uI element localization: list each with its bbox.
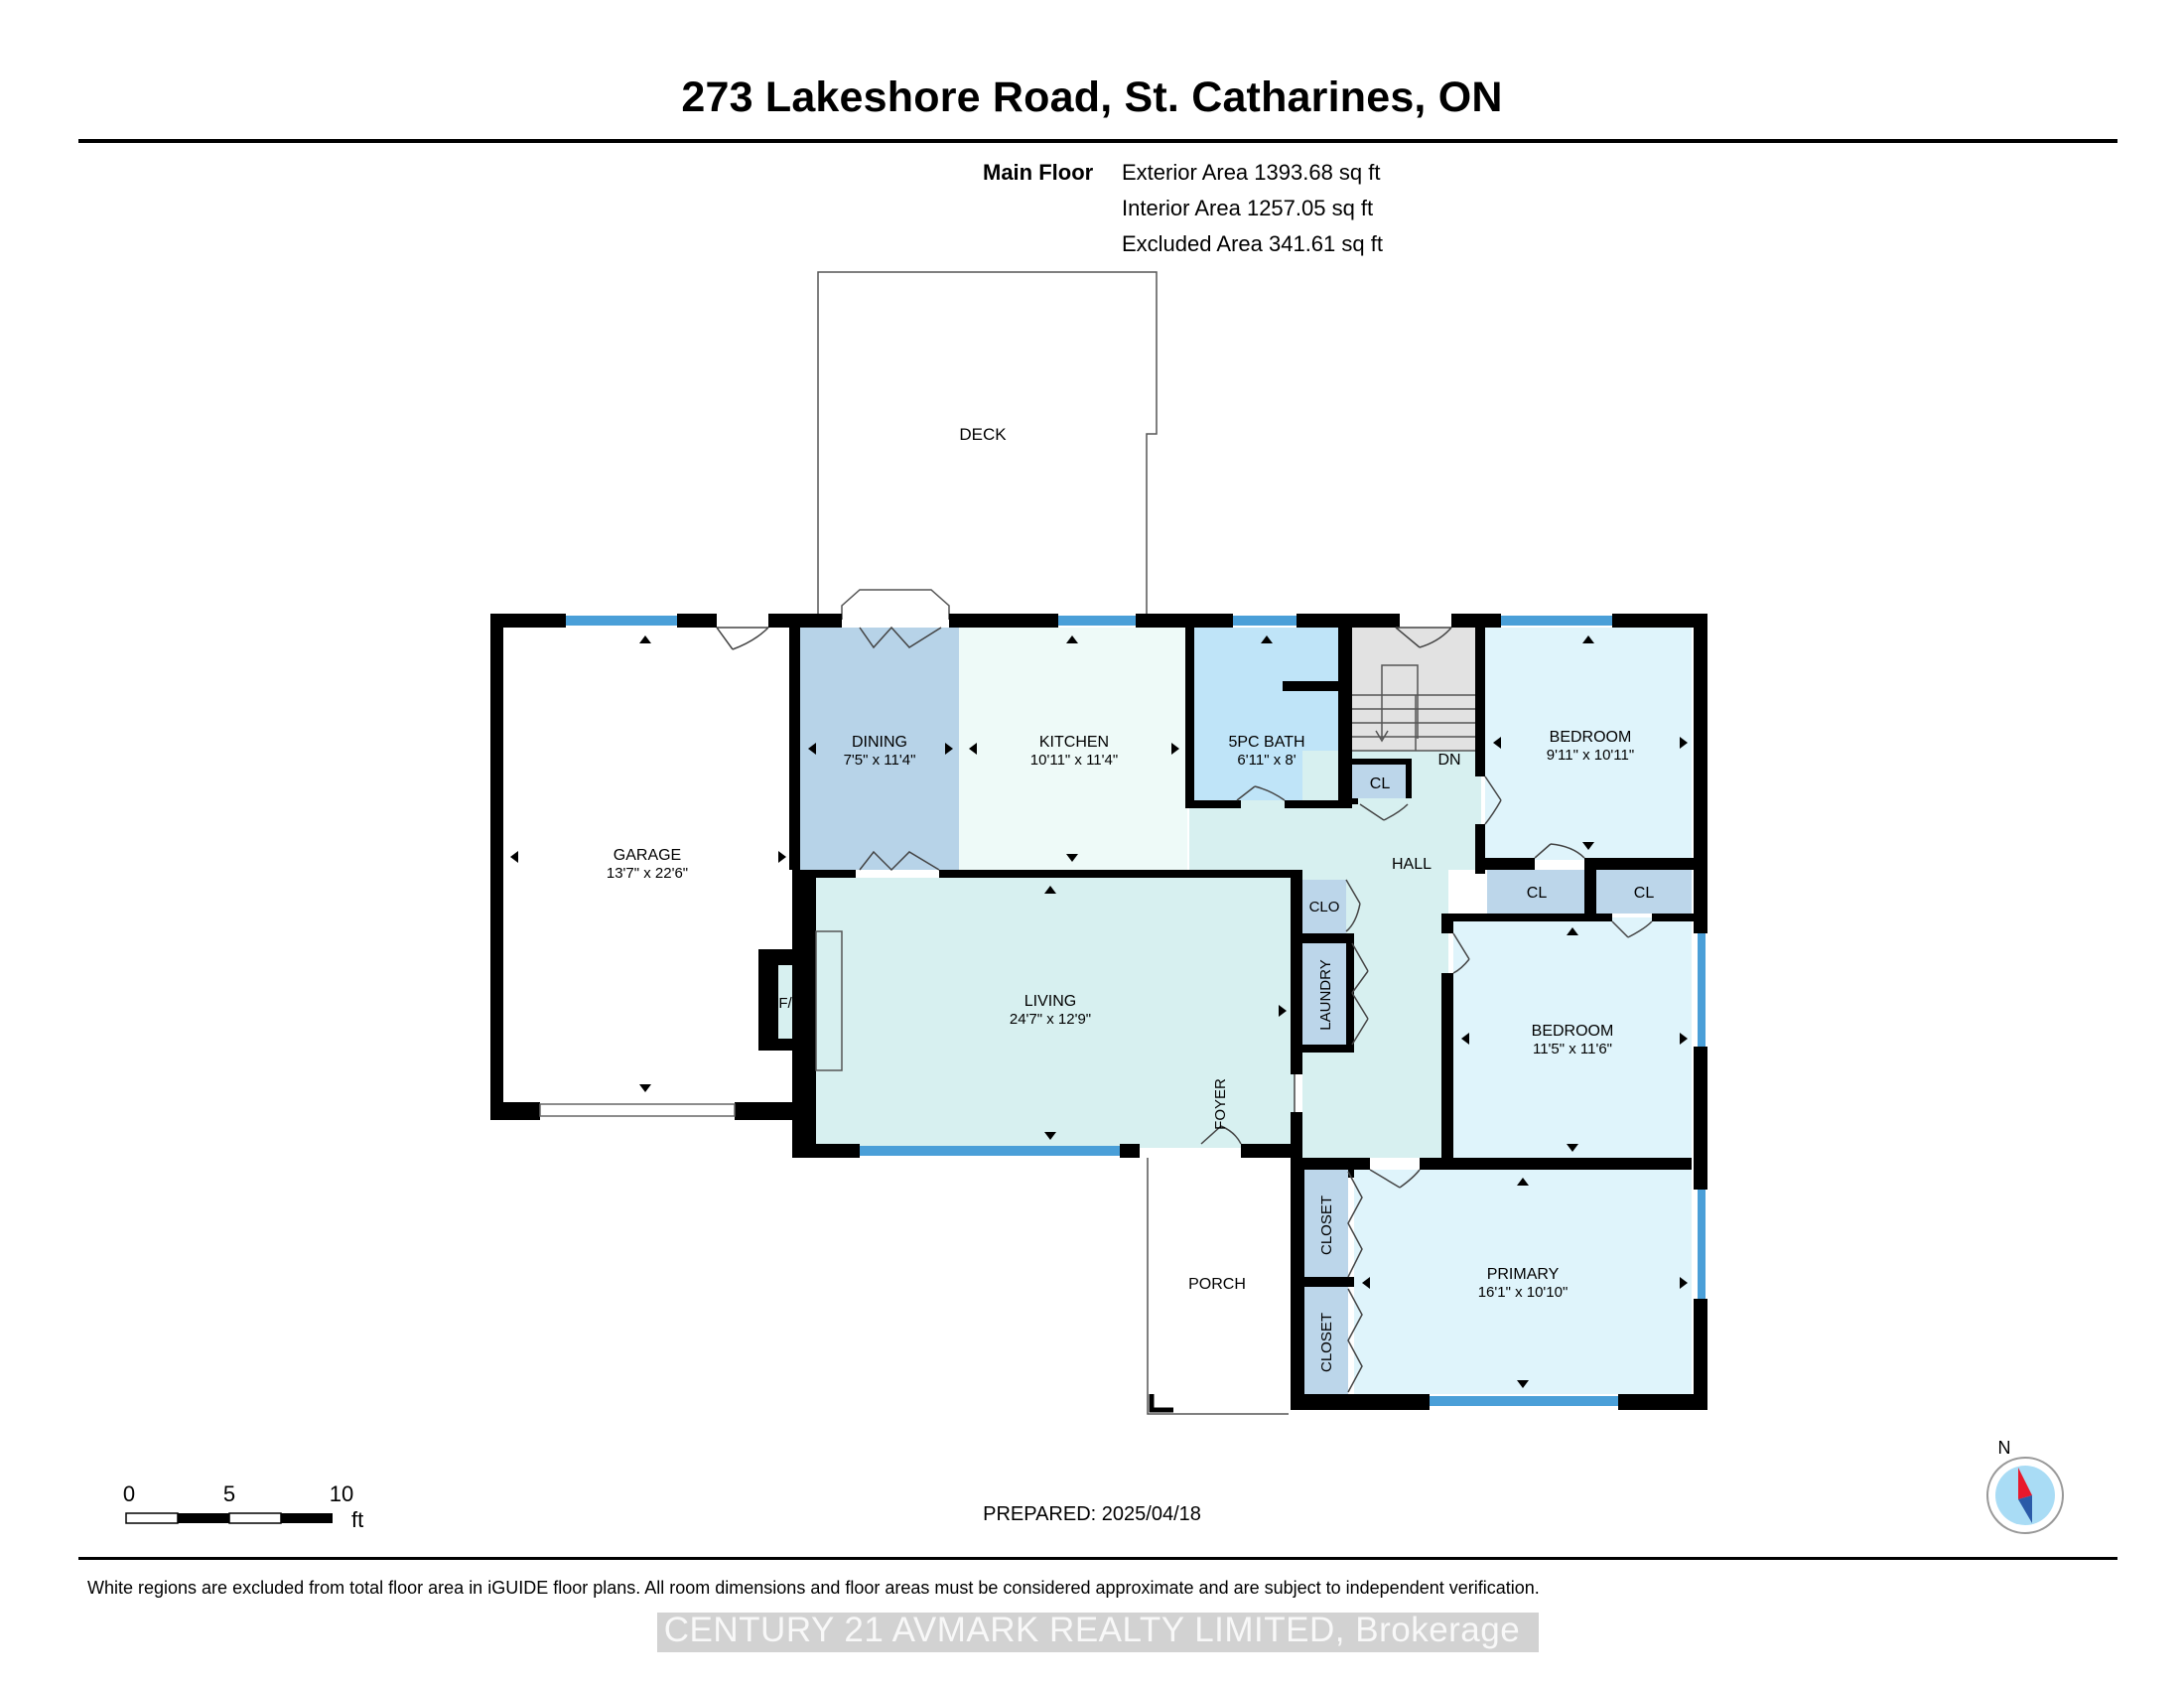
watermark-band	[657, 1613, 1539, 1652]
area-values: Exterior Area 1393.68 sq ft Interior Are…	[1122, 155, 1383, 262]
primary-dims: 16'1" x 10'10"	[1478, 1284, 1569, 1301]
bedroom2-name: BEDROOM	[1532, 1023, 1614, 1040]
bay-window	[841, 589, 950, 620]
bath-name: 5PC BATH	[1228, 734, 1304, 751]
kitchen-name: KITCHEN	[1039, 734, 1109, 751]
stair-treads	[1352, 664, 1475, 752]
footer-divider	[78, 1557, 2117, 1560]
bedroom1-name: BEDROOM	[1550, 729, 1632, 746]
garage-name: GARAGE	[614, 847, 681, 864]
living-name: LIVING	[1024, 993, 1076, 1010]
garage-dims: 13'7" x 22'6"	[607, 865, 688, 882]
hall-label: HALL	[1392, 856, 1432, 873]
porch-label: PORCH	[1188, 1276, 1246, 1293]
clo-label: CLO	[1309, 899, 1340, 915]
closet1-label: CLOSET	[1318, 1196, 1335, 1255]
hearth	[815, 930, 843, 1071]
porch-outline	[1147, 1158, 1289, 1415]
cl-hall-fill	[1352, 765, 1406, 798]
closet2-fill	[1302, 1287, 1348, 1394]
bedroom1-dims: 9'11" x 10'11"	[1547, 747, 1634, 764]
kitchen-dims: 10'11" x 11'4"	[1030, 752, 1118, 769]
bath-dims: 6'11" x 8'	[1237, 752, 1296, 769]
dimension-arrows	[510, 635, 1688, 1388]
primary-fill	[1354, 1170, 1692, 1394]
walls	[490, 614, 1707, 1410]
garage-fill	[503, 626, 794, 1102]
cl-hall-label: CL	[1370, 775, 1391, 792]
title-divider	[78, 139, 2117, 143]
cl-b-fill	[1596, 870, 1692, 914]
deck-label: DECK	[959, 425, 1007, 444]
scale-tick-10: 10	[330, 1481, 353, 1506]
dining-dims: 7'5" x 11'4"	[844, 752, 916, 769]
laundry-label: LAUNDRY	[1317, 959, 1334, 1030]
scale-tick-0: 0	[123, 1481, 135, 1506]
laundry-fill	[1302, 943, 1346, 1045]
foyer-label: FOYER	[1212, 1078, 1229, 1130]
cl-b-label: CL	[1634, 885, 1655, 902]
disclaimer-text: White regions are excluded from total fl…	[87, 1578, 1540, 1598]
kitchen-fill	[959, 628, 1187, 870]
clo-fill	[1302, 880, 1346, 933]
garage-door	[539, 1103, 736, 1117]
fireplace-label: F/P	[778, 995, 801, 1012]
compass-north-label: N	[1998, 1438, 2011, 1458]
stairs-label: DN	[1437, 752, 1460, 769]
closet2-label: CLOSET	[1318, 1313, 1335, 1372]
excluded-area: Excluded Area 341.61 sq ft	[1122, 231, 1383, 256]
page-title: 273 Lakeshore Road, St. Catharines, ON	[681, 73, 1503, 121]
living-fill	[816, 878, 1295, 1148]
bedroom1-fill	[1485, 628, 1692, 860]
cl-a-fill	[1487, 870, 1588, 914]
porch-corner	[1149, 1394, 1173, 1413]
interior-area: Interior Area 1257.05 sq ft	[1122, 196, 1374, 220]
scale-unit: ft	[351, 1507, 363, 1532]
floor-name: Main Floor	[983, 160, 1094, 185]
deck-outline	[817, 271, 1158, 616]
north-compass-icon: N	[1986, 1438, 2064, 1534]
primary-name: PRIMARY	[1487, 1266, 1560, 1283]
exterior-area: Exterior Area 1393.68 sq ft	[1122, 160, 1381, 185]
scale-bar: 0 5 10 ft	[123, 1481, 363, 1532]
stair-fill	[1352, 628, 1475, 751]
closet1-fill	[1302, 1170, 1348, 1277]
windows	[566, 616, 1706, 1406]
brokerage-watermark: CENTURY 21 AVMARK REALTY LIMITED, Broker…	[663, 1611, 1521, 1649]
bedroom2-fill	[1453, 917, 1692, 1160]
scale-tick-5: 5	[223, 1481, 235, 1506]
bedroom2-dims: 11'5" x 11'6"	[1533, 1041, 1612, 1057]
prepared-date: PREPARED: 2025/04/18	[983, 1503, 1201, 1525]
living-dims: 24'7" x 12'9"	[1010, 1011, 1091, 1028]
door-swings	[716, 626, 1653, 1393]
cl-a-label: CL	[1527, 885, 1548, 902]
dining-fill	[800, 628, 959, 870]
dining-name: DINING	[852, 734, 907, 751]
